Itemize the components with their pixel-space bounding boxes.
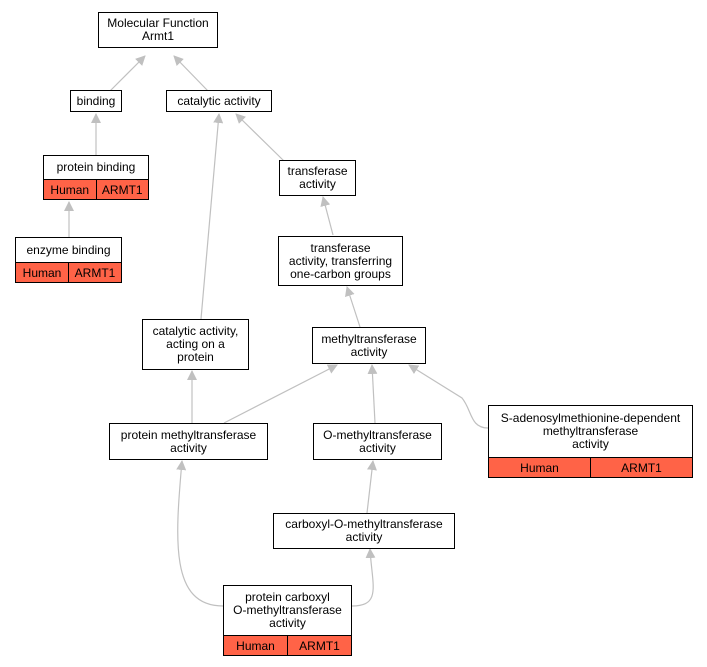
edge-transferase-to-catalytic xyxy=(235,113,285,162)
node-protein-carboxyl-o-methyltransferase-label: protein carboxyl O-methyltransferase act… xyxy=(233,590,342,630)
edge-comt-to-omt xyxy=(366,460,377,514)
species-cell: Human xyxy=(44,180,96,199)
node-protein-binding-annotation: Human ARMT1 xyxy=(44,179,148,199)
edge-omt-to-mt xyxy=(367,364,378,424)
edge-pcomt-to-pmt xyxy=(176,460,224,607)
node-molecular-function-label: Molecular Function Armt1 xyxy=(107,16,209,43)
node-o-methyltransferase-label: O-methyltransferase activity xyxy=(323,427,432,455)
edge-catalytic-to-mf xyxy=(173,55,209,92)
node-protein-carboxyl-o-methyltransferase-annotation: Human ARMT1 xyxy=(224,635,351,655)
node-carboxyl-o-methyltransferase-label: carboxyl-O-methyltransferase activity xyxy=(285,517,443,544)
edge-binding-to-mf xyxy=(109,55,146,92)
node-protein-binding[interactable]: protein binding Human ARMT1 xyxy=(43,155,149,200)
node-protein-binding-label: protein binding xyxy=(56,160,136,174)
node-binding-label: binding xyxy=(76,93,116,108)
node-methyltransferase-activity-label: methyltransferase activity xyxy=(321,331,417,359)
species-cell: Human xyxy=(16,263,68,282)
node-sam-dependent-methyltransferase[interactable]: S-adenosylmethionine-dependent methyltra… xyxy=(488,405,693,478)
gene-cell: ARMT1 xyxy=(95,180,148,199)
node-enzyme-binding[interactable]: enzyme binding Human ARMT1 xyxy=(15,237,122,283)
edge-pmt-to-mt xyxy=(223,364,338,424)
node-molecular-function[interactable]: Molecular Function Armt1 xyxy=(98,12,218,48)
species-cell: Human xyxy=(224,636,287,655)
node-catalytic-activity[interactable]: catalytic activity xyxy=(166,90,272,112)
node-transferase-one-carbon-label: transferase activity, transferring one-c… xyxy=(288,240,393,281)
node-carboxyl-o-methyltransferase[interactable]: carboxyl-O-methyltransferase activity xyxy=(273,513,455,549)
node-transferase-activity-label: transferase activity xyxy=(287,164,348,191)
node-catalytic-acting-on-protein[interactable]: catalytic activity, acting on a protein xyxy=(142,319,249,370)
node-sam-dependent-methyltransferase-annotation: Human ARMT1 xyxy=(489,457,692,477)
edge-catprot-to-catalytic xyxy=(200,113,224,320)
node-protein-methyltransferase[interactable]: protein methyltransferase activity xyxy=(109,423,268,460)
edge-pcomt-to-comt xyxy=(351,548,376,607)
gene-cell: ARMT1 xyxy=(590,458,692,477)
edge-sam-to-mt xyxy=(408,364,489,429)
node-protein-methyltransferase-label: protein methyltransferase activity xyxy=(120,427,257,455)
node-protein-carboxyl-o-methyltransferase[interactable]: protein carboxyl O-methyltransferase act… xyxy=(223,585,352,656)
gene-cell: ARMT1 xyxy=(68,263,121,282)
node-enzyme-binding-annotation: Human ARMT1 xyxy=(16,262,121,282)
node-o-methyltransferase[interactable]: O-methyltransferase activity xyxy=(313,423,442,460)
node-catalytic-activity-label: catalytic activity xyxy=(177,93,261,108)
species-cell: Human xyxy=(489,458,590,477)
node-methyltransferase-activity[interactable]: methyltransferase activity xyxy=(312,327,426,364)
edge-trans1c-to-transferase xyxy=(320,196,334,236)
edge-mt-to-trans1c xyxy=(345,286,361,328)
node-binding[interactable]: binding xyxy=(70,90,122,112)
node-sam-dependent-methyltransferase-label: S-adenosylmethionine-dependent methyltra… xyxy=(500,411,681,451)
node-transferase-one-carbon[interactable]: transferase activity, transferring one-c… xyxy=(278,236,403,286)
gene-cell: ARMT1 xyxy=(287,636,351,655)
node-transferase-activity[interactable]: transferase activity xyxy=(279,160,356,196)
node-catalytic-acting-on-protein-label: catalytic activity, acting on a protein xyxy=(152,324,239,364)
node-enzyme-binding-label: enzyme binding xyxy=(26,242,111,257)
